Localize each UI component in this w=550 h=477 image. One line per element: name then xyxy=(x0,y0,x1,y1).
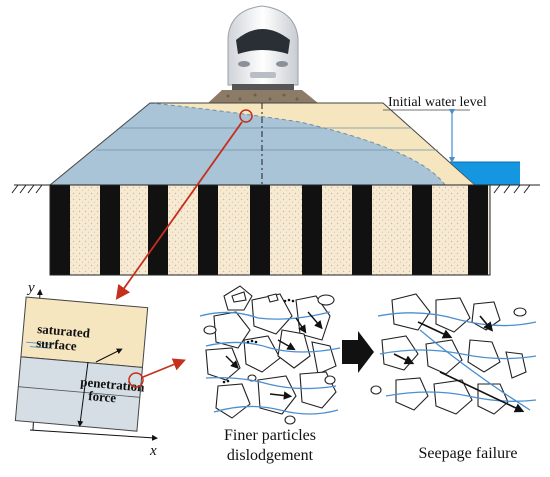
ballast xyxy=(208,90,318,103)
high-speed-train-icon xyxy=(227,5,299,90)
dislodgement-label: dislodgement xyxy=(227,447,314,464)
finer-particles-label: Finer particles xyxy=(224,427,316,444)
initial-water-level-label: Initial water level xyxy=(388,95,487,110)
surface-label: surface xyxy=(36,335,78,353)
axis-y-label: y xyxy=(26,280,35,296)
force-label: force xyxy=(88,388,117,405)
particles-seepage-failure xyxy=(370,293,527,415)
water-body xyxy=(450,162,520,185)
seepage-failure-label: Seepage failure xyxy=(418,445,517,462)
soil-element: y x saturated surface penetration force xyxy=(14,280,186,459)
particles-dislodgement xyxy=(203,285,337,425)
right-arrow-icon xyxy=(342,331,374,373)
saturated-label: saturated xyxy=(37,321,92,341)
zoom-arrow xyxy=(115,121,243,300)
embankment xyxy=(48,102,477,186)
zoom-circle xyxy=(239,109,253,123)
axis-x-label: x xyxy=(149,443,157,459)
foundation-columns xyxy=(49,184,491,276)
